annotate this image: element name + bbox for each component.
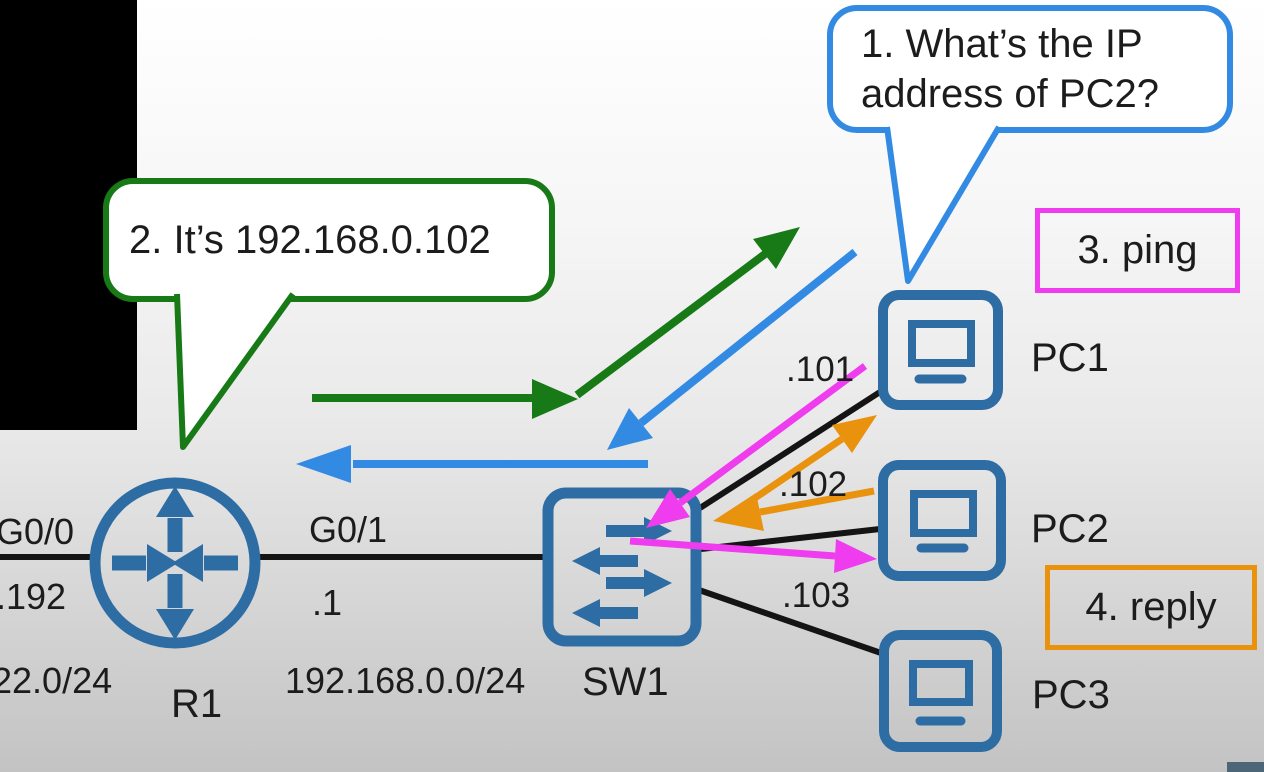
link-sw1-to-pc3: [698, 587, 882, 656]
label-pc2-host: .102: [779, 465, 848, 504]
label-r1: R1: [171, 682, 223, 726]
reply-arrow-pc2-to-sw1: [713, 487, 875, 531]
question-line-2: address of PC2?: [861, 72, 1159, 116]
pc3-icon: [879, 630, 1002, 752]
speech-bubble-question: 1. What’s the IP address of PC2?: [827, 5, 1233, 133]
reply-callout: 4. reply: [1045, 565, 1257, 650]
label-r1-g0-0: G0/0: [0, 511, 75, 552]
label-right-network: 192.168.0.0/24: [285, 660, 526, 701]
player-ui-fragment: [1227, 762, 1264, 772]
answer-arrow-diagonal: [574, 227, 800, 399]
question-line-1: 1. What’s the IP: [861, 22, 1143, 66]
ping-arrow-pc1-to-sw1: [646, 363, 868, 528]
label-r1-g0-0-host: .192: [0, 576, 67, 617]
label-left-network: 22.0/24: [0, 660, 113, 701]
label-sw1: SW1: [582, 660, 669, 704]
question-arrow-diagonal: [607, 248, 858, 450]
ping-arrow-sw1-to-pc2: [629, 537, 877, 573]
label-pc2: PC2: [1031, 507, 1109, 551]
router-icon: [89, 477, 261, 649]
reply-arrow-sw1-to-pc1: [750, 415, 877, 503]
pc1-icon: [878, 290, 1003, 410]
link-sw1-to-pc1: [698, 389, 882, 511]
question-arrow-horizontal: [296, 445, 648, 483]
label-pc3-host: .103: [782, 576, 851, 615]
label-pc1-host: .101: [786, 350, 855, 389]
answer-arrow-horizontal: [312, 379, 578, 419]
label-pc3: PC3: [1032, 673, 1110, 717]
label-pc1: PC1: [1031, 336, 1109, 380]
answer-text: 2. It’s 192.168.0.102: [129, 217, 491, 262]
ping-callout: 3. ping: [1035, 208, 1240, 293]
label-r1-g0-1-host: .1: [312, 582, 343, 623]
speech-bubble-answer: 2. It’s 192.168.0.102: [103, 178, 555, 302]
pc2-icon: [878, 460, 1006, 581]
label-r1-g0-1: G0/1: [309, 509, 388, 550]
